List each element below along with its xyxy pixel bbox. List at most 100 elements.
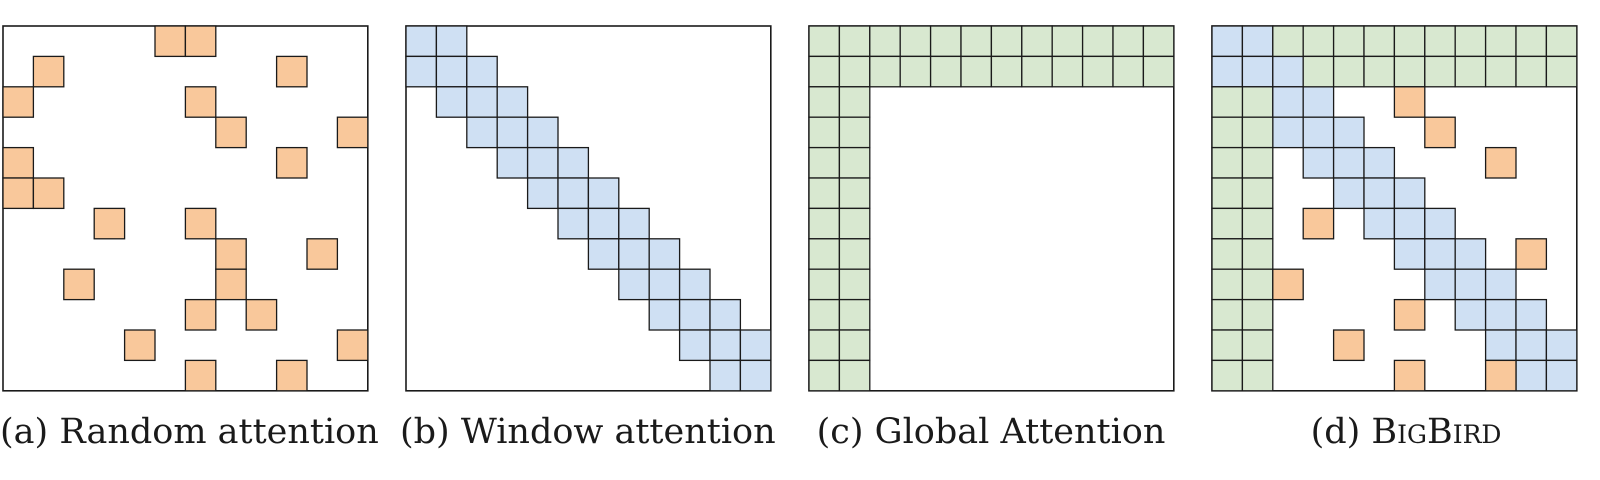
random-cell (1484, 359, 1517, 392)
window-cell (1241, 25, 1274, 58)
global-cell (869, 25, 901, 58)
global-cell (1211, 86, 1244, 118)
window-cell (405, 25, 438, 58)
caption-prefix: (d) (1310, 412, 1372, 452)
global-cell (838, 207, 871, 240)
global-cell (929, 55, 962, 88)
window-cell (678, 329, 711, 362)
window-cell (1393, 207, 1426, 240)
window-cell (739, 329, 772, 362)
window-cell (496, 116, 529, 149)
global-cell (1393, 55, 1426, 88)
global-cell (1393, 25, 1426, 58)
window-cell (435, 55, 468, 88)
global-cell (1142, 25, 1175, 58)
window-cell (1424, 207, 1456, 240)
window-cell (1515, 298, 1548, 331)
window-cell (1484, 298, 1517, 331)
random-cell (336, 116, 369, 149)
random-cell (32, 55, 65, 88)
random-cell (2, 146, 35, 179)
window-cell (496, 86, 529, 118)
random-cell (1393, 359, 1426, 392)
window-cell (709, 298, 742, 331)
global-cell (808, 25, 841, 58)
caption-bigbird: (d) BigBird (1212, 407, 1600, 457)
global-cell (1515, 55, 1548, 88)
window-cell (1545, 329, 1578, 362)
random-cell (275, 55, 308, 88)
caption-global-attention: (c) Global Attention (806, 407, 1176, 457)
global-cell (838, 116, 871, 149)
window-cell (435, 25, 468, 58)
global-cell (1241, 359, 1274, 392)
global-cell (1332, 25, 1365, 58)
random-cell (215, 238, 247, 270)
window-cell (587, 238, 620, 270)
global-cell (1545, 25, 1578, 58)
caption-label: Random attention (59, 412, 379, 452)
global-cell (838, 86, 871, 118)
window-cell (1332, 177, 1365, 210)
window-cell (1272, 116, 1304, 149)
global-cell (899, 55, 932, 88)
global-cell (1241, 268, 1274, 301)
global-cell (899, 25, 932, 58)
random-cell (275, 359, 308, 392)
global-cell (1211, 177, 1244, 210)
panel-global-attention (808, 25, 1175, 392)
window-cell (526, 116, 559, 149)
random-cell (2, 86, 35, 118)
global-cell (808, 146, 841, 179)
global-cell (1021, 55, 1053, 88)
random-cell (1302, 207, 1335, 240)
window-cell (1332, 146, 1365, 179)
global-cell (1081, 25, 1114, 58)
global-cell (1241, 116, 1274, 149)
random-cell (184, 25, 217, 58)
global-cell (1241, 177, 1274, 210)
window-cell (1515, 359, 1548, 392)
random-cell (215, 268, 247, 301)
window-cell (1515, 329, 1548, 362)
window-cell (557, 177, 590, 210)
window-cell (648, 298, 681, 331)
global-cell (838, 146, 871, 179)
global-cell (1484, 55, 1517, 88)
global-cell (808, 207, 841, 240)
global-cell (1112, 55, 1145, 88)
random-cell (1515, 238, 1548, 270)
random-cell (184, 298, 217, 331)
random-cell (184, 86, 217, 118)
global-cell (990, 55, 1023, 88)
global-cell (808, 329, 841, 362)
global-cell (929, 25, 962, 58)
window-cell (1545, 359, 1578, 392)
global-cell (808, 238, 841, 270)
caption-prefix: (b) (400, 412, 461, 452)
global-cell (1363, 25, 1396, 58)
global-cell (1211, 146, 1244, 179)
random-cell (275, 146, 308, 179)
random-cell (2, 177, 35, 210)
random-cell (154, 25, 187, 58)
global-cell (990, 25, 1023, 58)
window-cell (678, 298, 711, 331)
window-cell (405, 55, 438, 88)
window-cell (1454, 268, 1487, 301)
global-cell (1211, 116, 1244, 149)
window-cell (466, 116, 498, 149)
panel-random-attention (2, 25, 369, 392)
global-cell (1211, 298, 1244, 331)
window-cell (1302, 116, 1335, 149)
window-cell (557, 146, 590, 179)
global-cell (1332, 55, 1365, 88)
global-cell (1302, 55, 1335, 88)
global-cell (1081, 55, 1114, 88)
random-cell (32, 177, 65, 210)
global-cell (1272, 25, 1304, 58)
window-cell (435, 86, 468, 118)
random-cell (1424, 116, 1456, 149)
global-cell (1241, 86, 1274, 118)
window-cell (709, 359, 742, 392)
